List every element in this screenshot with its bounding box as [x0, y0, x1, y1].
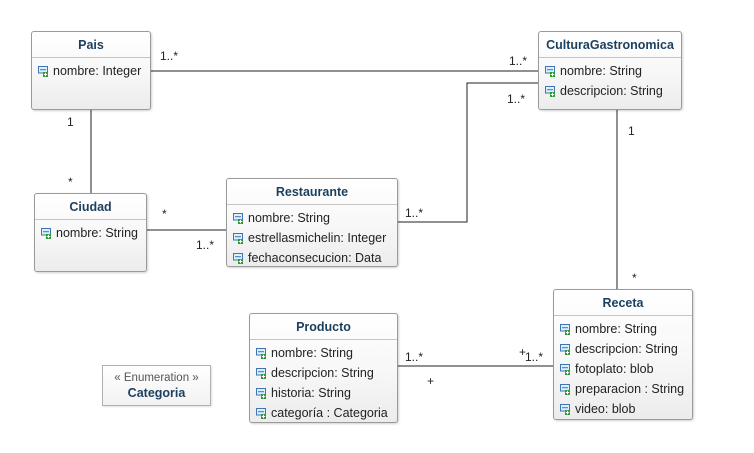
attribute-row: estrellasmichelin: Integer — [233, 228, 397, 248]
multiplicity-label: 1..* — [405, 350, 424, 364]
multiplicity-label: * — [162, 207, 167, 221]
attribute-row: descripcion: String — [256, 363, 397, 383]
attribute-row: categoría : Categoria — [256, 403, 397, 423]
attribute-icon — [560, 343, 570, 355]
attribute-icon — [256, 387, 266, 399]
enumeration-stereotype: « Enumeration » — [114, 372, 199, 384]
attribute-icon — [233, 252, 243, 264]
attribute-icon — [560, 363, 570, 375]
class-name: Pais — [32, 32, 150, 58]
attribute-icon — [545, 65, 555, 77]
multiplicity-label: 1 — [67, 115, 74, 129]
attribute-row: preparacion : String — [560, 379, 692, 399]
attribute-row: fotoplato: blob — [560, 359, 692, 379]
enumeration-name: Categoria — [127, 386, 186, 400]
navigability-marker: + — [519, 345, 527, 359]
attribute-row: nombre: String — [233, 208, 397, 228]
attribute-icon — [38, 65, 48, 77]
multiplicity-label: 1..* — [509, 54, 528, 68]
class-name: Ciudad — [35, 194, 146, 220]
class-ciudad[interactable]: Ciudad nombre: String — [34, 193, 147, 272]
attribute-icon — [560, 323, 570, 335]
attribute-row: nombre: Integer — [38, 61, 150, 81]
attribute-icon — [41, 227, 51, 239]
class-receta[interactable]: Receta nombre: String descripcion: Strin… — [553, 289, 693, 420]
attribute-row: historia: String — [256, 383, 397, 403]
attribute-icon — [233, 232, 243, 244]
multiplicity-label: 1..* — [507, 92, 526, 106]
class-name: CulturaGastronomica — [539, 32, 681, 58]
attribute-row: nombre: String — [545, 61, 681, 81]
attribute-row: video: blob — [560, 399, 692, 419]
enumeration-categoria[interactable]: « Enumeration » Categoria — [102, 365, 211, 406]
attribute-row: nombre: String — [41, 223, 146, 243]
multiplicity-label: 1..* — [160, 49, 179, 63]
navigability-marker: + — [427, 374, 435, 388]
class-pais[interactable]: Pais nombre: Integer — [31, 31, 151, 110]
attribute-row: descripcion: String — [560, 339, 692, 359]
attribute-icon — [256, 347, 266, 359]
class-name: Producto — [250, 314, 397, 340]
class-name: Receta — [554, 290, 692, 316]
attribute-row: descripcion: String — [545, 81, 681, 101]
multiplicity-label: 1..* — [196, 238, 215, 252]
multiplicity-label: * — [68, 175, 73, 189]
attribute-icon — [233, 212, 243, 224]
attribute-row: nombre: String — [560, 319, 692, 339]
class-producto[interactable]: Producto nombre: String descripcion: Str… — [249, 313, 398, 423]
class-name: Restaurante — [227, 179, 397, 205]
attribute-icon — [256, 407, 266, 419]
multiplicity-label: 1 — [628, 124, 635, 138]
attribute-row: nombre: String — [256, 343, 397, 363]
assoc-restaurante-cultura — [398, 82, 538, 223]
class-restaurante[interactable]: Restaurante nombre: String estrellasmich… — [226, 178, 398, 267]
class-culturagastronomica[interactable]: CulturaGastronomica nombre: String descr… — [538, 31, 682, 110]
multiplicity-label: 1..* — [525, 350, 544, 364]
attribute-row: fechaconsecucion: Data — [233, 248, 397, 268]
attribute-icon — [560, 383, 570, 395]
multiplicity-label: * — [632, 271, 637, 285]
attribute-icon — [560, 403, 570, 415]
attribute-icon — [256, 367, 266, 379]
multiplicity-label: 1..* — [405, 206, 424, 220]
attribute-icon — [545, 85, 555, 97]
